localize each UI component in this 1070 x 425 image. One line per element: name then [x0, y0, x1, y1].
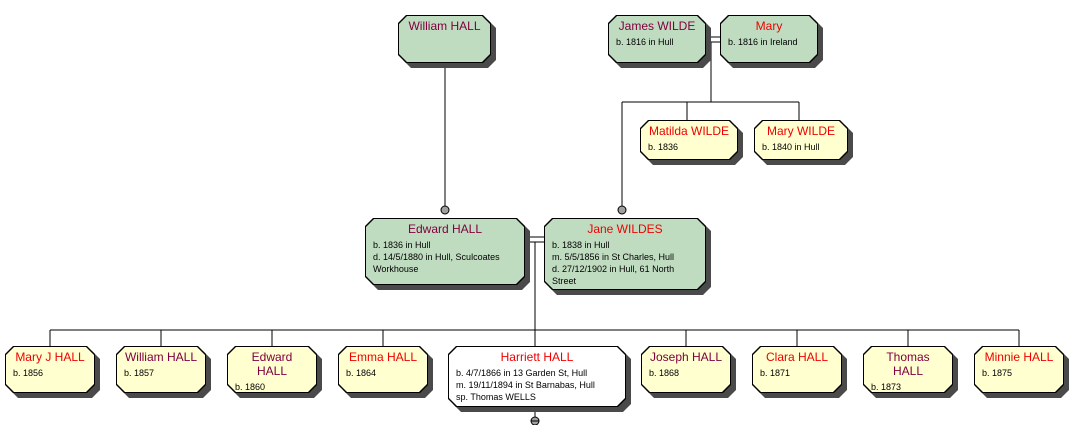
person-box-mary-w[interactable]: Mary WILDE b. 1840 in Hull: [754, 120, 848, 160]
person-box-william-sr[interactable]: William HALL: [398, 15, 491, 63]
person-name: William HALL: [124, 350, 197, 364]
person-name: Edward HALL: [407, 222, 483, 236]
person-box-emma[interactable]: Emma HALL b. 1864: [338, 346, 428, 393]
person-box-harriett[interactable]: Harriett HALL b. 4/7/1866 in 13 Garden St…: [448, 346, 626, 407]
person-box-matilda[interactable]: Matilda WILDE b. 1836: [640, 120, 738, 160]
person-box-mary-sr[interactable]: Mary b. 1816 in Ireland: [720, 15, 818, 63]
person-box-thomas[interactable]: Thomas HALL b. 1873: [863, 346, 953, 393]
person-detail: b. 1856: [13, 368, 44, 378]
person-name: Joseph HALL: [649, 350, 723, 364]
person-detail: b. 1838 in Hull: [552, 240, 610, 250]
person-name: Mary WILDE: [766, 124, 835, 138]
person-detail: d. 27/12/1902 in Hull, 61 North: [552, 264, 675, 274]
person-detail: b. 1871: [760, 368, 791, 378]
person-box-joseph[interactable]: Joseph HALL b. 1868: [641, 346, 731, 393]
person-detail: Street: [552, 276, 577, 286]
person-detail: b. 1868: [649, 368, 680, 378]
person-box-james[interactable]: James WILDE b. 1816 in Hull: [608, 15, 706, 63]
person-name: James WILDE: [618, 19, 696, 33]
person-name: Jane WILDES: [587, 222, 663, 236]
person-detail: m. 5/5/1856 in St Charles, Hull: [552, 252, 675, 262]
link-node-icon: [440, 205, 450, 215]
person-detail: b. 1816 in Hull: [616, 37, 674, 47]
person-detail: b. 1873: [871, 382, 902, 392]
person-name: Mary: [755, 19, 783, 33]
person-box-maryj[interactable]: Mary J HALL b. 1856: [5, 346, 95, 393]
person-name: Minnie HALL: [984, 350, 1054, 364]
person-box-minnie[interactable]: Minnie HALL b. 1875: [974, 346, 1064, 393]
person-name: Matilda WILDE: [648, 124, 730, 138]
person-detail: sp. Thomas WELLS: [456, 392, 536, 402]
person-box-william[interactable]: William HALL b. 1857: [116, 346, 206, 393]
person-detail: b. 1857: [124, 368, 155, 378]
person-detail: Workhouse: [373, 264, 419, 274]
person-name: Harriett HALL: [500, 350, 574, 364]
person-detail: d. 14/5/1880 in Hull, Sculcoates: [373, 252, 500, 262]
person-detail: b. 1816 in Ireland: [728, 37, 798, 47]
person-detail: b. 1864: [346, 368, 377, 378]
person-name: Emma HALL: [348, 350, 418, 364]
person-name: Thomas HALL: [886, 350, 930, 378]
person-box-jane[interactable]: Jane WILDES b. 1838 in Hull m. 5/5/1856 in…: [544, 218, 706, 290]
person-detail: b. 1840 in Hull: [762, 142, 820, 152]
person-name: William HALL: [408, 19, 481, 33]
person-detail: b. 1836: [648, 142, 679, 152]
person-detail: m. 19/11/1894 in St Barnabas, Hull: [456, 380, 595, 390]
person-name: Edward HALL: [251, 350, 293, 378]
link-node-icon: [617, 205, 627, 215]
person-box-edward-jr[interactable]: Edward HALL b. 1860: [227, 346, 317, 393]
person-box-clara[interactable]: Clara HALL b. 1871: [752, 346, 842, 393]
person-detail: b. 4/7/1866 in 13 Garden St, Hull: [456, 368, 588, 378]
person-detail: b. 1836 in Hull: [373, 240, 431, 250]
person-name: Clara HALL: [765, 350, 829, 364]
person-box-edward[interactable]: Edward HALL b. 1836 in Hull d. 14/5/1880 i…: [365, 218, 525, 285]
person-name: Mary J HALL: [15, 350, 85, 364]
person-detail: b. 1860: [235, 382, 266, 392]
person-detail: b. 1875: [982, 368, 1013, 378]
